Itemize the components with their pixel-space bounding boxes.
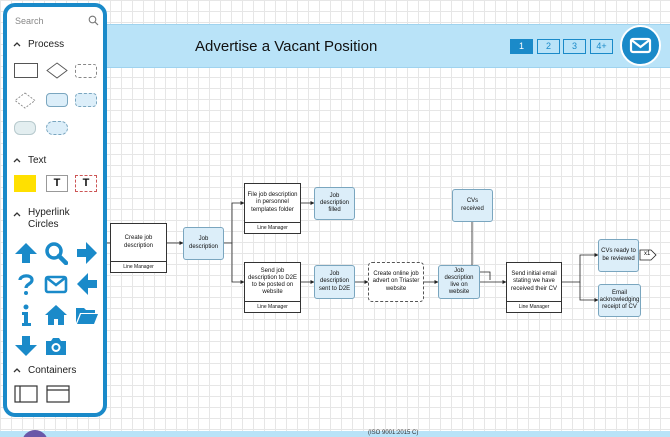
cvs-ready-document[interactable]: CVs ready to be reviewed [598, 239, 639, 272]
arrow-right-icon[interactable] [75, 241, 99, 265]
text-label-shape[interactable]: T [75, 175, 97, 192]
job-description-live-document[interactable]: Job description live on website [438, 265, 480, 299]
section-label: Process [28, 38, 65, 50]
page-tab-4-plus[interactable]: 4+ [590, 39, 613, 54]
search-icon[interactable] [88, 15, 99, 26]
role-label: Line Manager [245, 222, 300, 233]
chevron-up-icon [13, 158, 21, 163]
arrow-down-icon[interactable] [14, 334, 38, 358]
role-label: Line Manager [111, 261, 166, 272]
home-icon[interactable] [44, 303, 68, 327]
shape-library-sidebar: Search Process Text T T Hype [3, 3, 107, 417]
search-field[interactable]: Search [11, 11, 101, 31]
dashed-document-shape[interactable] [75, 93, 97, 107]
section-hyperlink-header[interactable]: Hyperlink Circles [12, 207, 88, 235]
page-tab-3[interactable]: 3 [563, 39, 586, 54]
email-acknowledging-document[interactable]: Email acknowledging receipt of CV [598, 284, 641, 317]
footer-band [0, 431, 670, 437]
terminator-shape[interactable] [14, 121, 36, 135]
arrow-up-icon[interactable] [14, 241, 38, 265]
job-description-filled-document[interactable]: Job description filled [314, 187, 355, 220]
page-title: Advertise a Vacant Position [195, 38, 378, 55]
horizontal-swimlane-container[interactable] [46, 385, 70, 403]
camera-icon[interactable] [44, 334, 68, 358]
section-containers-header[interactable]: Containers [12, 363, 76, 377]
step-label: Send initial email stating we have recei… [510, 271, 558, 292]
create-job-description-step[interactable]: Create job description Line Manager [110, 223, 167, 273]
send-initial-email-step[interactable]: Send initial email stating we have recei… [506, 262, 562, 313]
document-shape[interactable] [46, 93, 68, 107]
step-label: Create job description [123, 235, 153, 249]
vertical-swimlane-container[interactable] [14, 385, 38, 403]
page-tab-1[interactable]: 1 [510, 39, 533, 54]
process-shape[interactable] [14, 63, 38, 78]
dashed-process-shape[interactable] [75, 64, 97, 78]
folder-open-icon[interactable] [75, 303, 99, 327]
create-online-advert-step[interactable]: Create online job advert on Triaster web… [368, 262, 424, 302]
job-description-sent-document[interactable]: Job description sent to D2E [314, 265, 355, 299]
page-tab-2[interactable]: 2 [537, 39, 560, 54]
highlight-text-shape[interactable] [14, 175, 36, 192]
question-icon[interactable] [14, 272, 38, 296]
section-text-header[interactable]: Text [12, 153, 46, 167]
footer-text: (ISO 9001:2015 C) [368, 430, 419, 436]
chevron-up-icon [13, 212, 21, 217]
dashed-terminator-shape[interactable] [46, 121, 68, 135]
arrow-left-icon[interactable] [75, 272, 99, 296]
chevron-up-icon [13, 42, 21, 47]
mail-icon [629, 37, 652, 54]
mail-circle-button[interactable] [620, 25, 661, 66]
role-label: Line Manager [245, 301, 300, 312]
step-label: Send job description to D2E to be posted… [247, 267, 298, 296]
cvs-received-document[interactable]: CVs received [452, 189, 493, 222]
info-icon[interactable] [14, 303, 38, 327]
section-label: Hyperlink Circles [28, 207, 70, 230]
role-label: Line Manager [507, 301, 561, 312]
job-description-document[interactable]: Job description [183, 227, 224, 260]
search-icon[interactable] [44, 241, 68, 265]
dashed-decision-shape[interactable] [14, 92, 36, 109]
footer-logo [22, 430, 48, 437]
step-label: File job description in personnel templa… [247, 192, 298, 213]
mail-icon[interactable] [44, 272, 68, 296]
send-to-d2e-step[interactable]: Send job description to D2E to be posted… [244, 262, 301, 313]
header-banner: Advertise a Vacant Position 1 2 3 4+ [100, 24, 670, 68]
x1-label: x1 [644, 251, 651, 257]
section-label: Text [28, 154, 47, 166]
section-process-header[interactable]: Process [12, 37, 64, 51]
file-job-description-step[interactable]: File job description in personnel templa… [244, 183, 301, 234]
text-box-shape[interactable]: T [46, 175, 68, 192]
section-label: Containers [28, 364, 77, 376]
decision-shape[interactable] [46, 62, 68, 79]
search-input[interactable]: Search [15, 16, 44, 26]
chevron-up-icon [13, 368, 21, 373]
